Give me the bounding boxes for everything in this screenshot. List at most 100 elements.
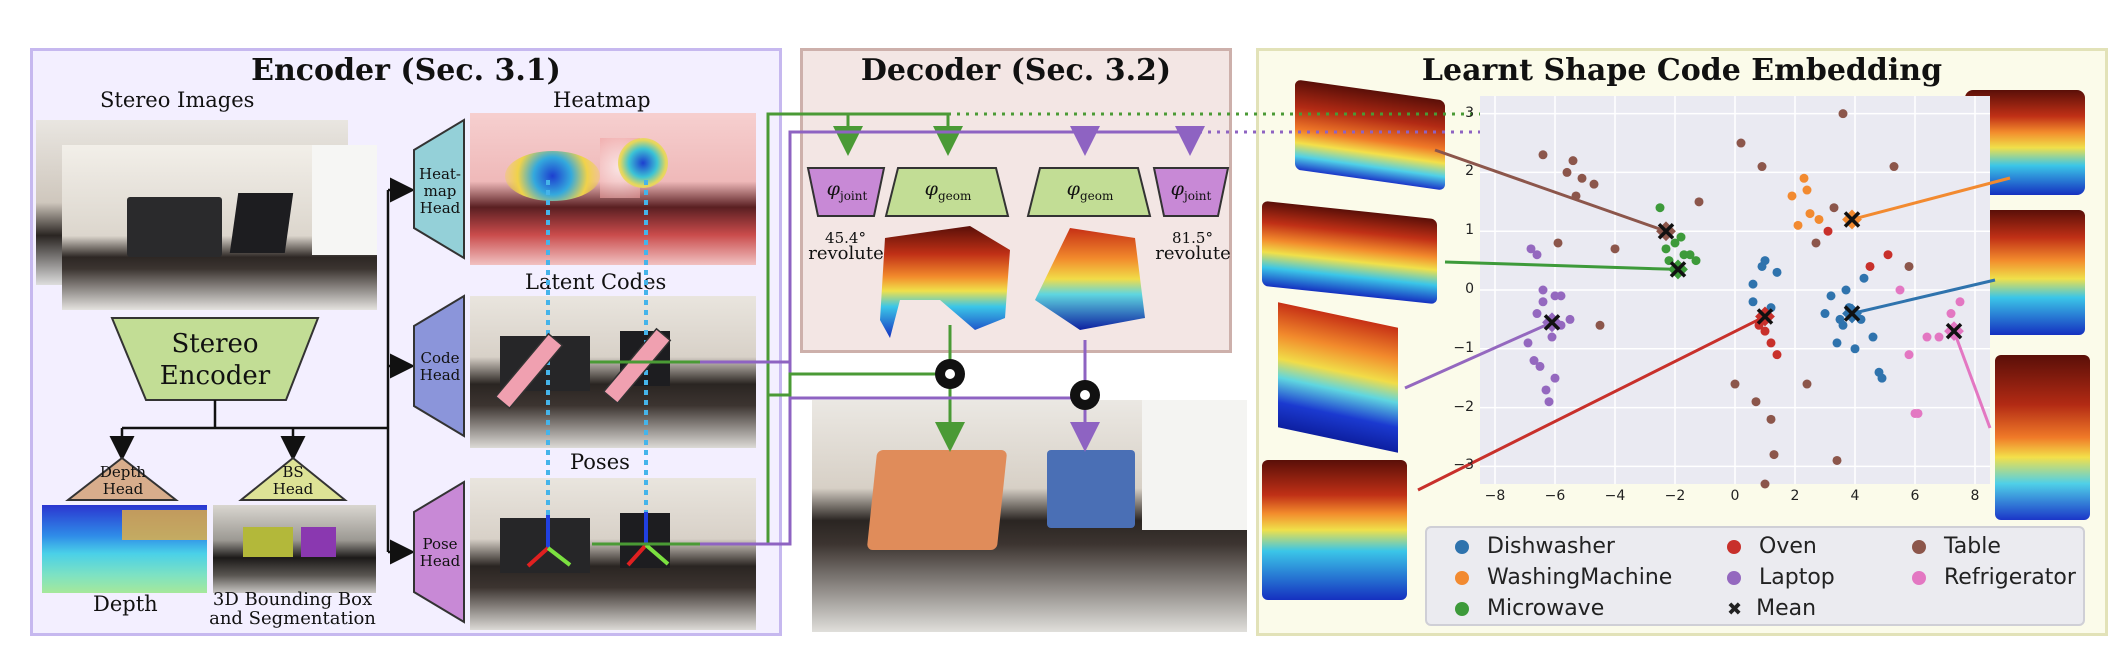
- point-table: [1838, 109, 1848, 119]
- point-table: [1736, 138, 1746, 148]
- point-laptop: [1526, 244, 1536, 254]
- point-dishwasher: [1835, 314, 1845, 324]
- point-table: [1757, 162, 1767, 172]
- stereo-encoder-label: Stereo Encoder: [159, 329, 271, 391]
- code-head-label: Code Head: [419, 349, 461, 384]
- point-laptop: [1556, 291, 1566, 301]
- legend-marker: [1455, 571, 1469, 585]
- legend-label: Dishwasher: [1487, 534, 1615, 559]
- decoder-shape-renders: [880, 226, 1145, 338]
- bs-head-block: [238, 456, 348, 501]
- mean-connector-lines: [1404, 148, 2011, 492]
- heatmap-blob-left: [505, 151, 600, 201]
- point-microwave: [1691, 256, 1701, 266]
- point-refrigerator: [1946, 309, 1956, 319]
- point-laptop: [1535, 361, 1545, 371]
- legend-label: Laptop: [1759, 565, 1835, 590]
- point-laptop: [1550, 373, 1560, 383]
- heatmap-head-label: Heat-map Head: [419, 165, 461, 217]
- depth-warm-patch: [122, 510, 207, 540]
- y-tick-label: 1: [1465, 222, 1474, 239]
- point-table: [1889, 162, 1899, 172]
- point-dishwasher: [1826, 291, 1836, 301]
- legend-label: Refrigerator: [1944, 565, 2076, 590]
- point-dishwasher: [1859, 273, 1869, 283]
- right-joint-angle: 81.5°: [1172, 229, 1213, 247]
- heatmap-head-block: [413, 118, 465, 260]
- encoder-title: Encoder (Sec. 3.1): [251, 53, 561, 88]
- point-microwave: [1670, 238, 1680, 248]
- point-dishwasher: [1868, 332, 1878, 342]
- point-oven: [1772, 350, 1782, 360]
- stereo-image-front: [62, 145, 377, 310]
- plot-grid: [1480, 96, 1990, 484]
- phi-symbol: φ: [1170, 178, 1184, 200]
- combine-nodes: [935, 359, 1100, 410]
- point-washingmachine: [1793, 220, 1803, 230]
- mean-connector-line: [1952, 330, 1992, 429]
- legend-item-laptop: Laptop: [1727, 565, 1835, 590]
- embedding-title: Learnt Shape Code Embedding: [1421, 53, 1943, 88]
- y-tick-label: 3: [1465, 104, 1474, 121]
- point-table: [1577, 173, 1587, 183]
- phi-symbol: φ: [924, 178, 938, 200]
- y-tick-label: −2: [1453, 398, 1474, 415]
- point-laptop: [1547, 332, 1557, 342]
- encoder-output-arrows: [109, 177, 415, 565]
- point-oven: [1823, 226, 1833, 236]
- point-refrigerator: [1934, 332, 1944, 342]
- segmentation-microwave: [243, 527, 293, 557]
- point-oven: [1766, 338, 1776, 348]
- phi-sub: joint: [1183, 188, 1212, 203]
- point-laptop: [1538, 297, 1548, 307]
- phi-symbol: φ: [826, 178, 840, 200]
- legend-item-refrigerator: Refrigerator: [1912, 565, 2076, 590]
- y-tick-label: −3: [1453, 457, 1474, 474]
- point-dishwasher: [1856, 314, 1866, 324]
- point-microwave: [1685, 250, 1695, 260]
- point-table: [1829, 203, 1839, 213]
- x-tick-label: −4: [1604, 488, 1626, 504]
- left-joint-type: revolute: [808, 243, 884, 264]
- depth-label: Depth: [93, 592, 158, 616]
- point-table: [1904, 261, 1914, 271]
- y-tick-label: 2: [1465, 163, 1474, 180]
- point-table: [1730, 379, 1740, 389]
- stereo-images-label: Stereo Images: [100, 88, 255, 112]
- plot-points: [1523, 109, 1965, 489]
- point-table: [1538, 150, 1548, 160]
- point-laptop: [1532, 250, 1542, 260]
- mean-connector-line: [1434, 148, 1667, 233]
- point-dishwasher: [1832, 338, 1842, 348]
- legend-marker: [1727, 571, 1741, 585]
- depth-head-label: Depth Head: [99, 463, 147, 498]
- depth-head-block: [65, 456, 179, 501]
- keypoint-dotted-lines: [546, 180, 648, 530]
- point-oven: [1883, 250, 1893, 260]
- segmentation-laptop: [301, 527, 336, 557]
- x-tick-label: −6: [1544, 488, 1566, 504]
- point-dishwasher: [1766, 303, 1776, 313]
- mean-marker: [1668, 259, 1688, 280]
- point-laptop: [1523, 338, 1533, 348]
- point-table: [1595, 320, 1605, 330]
- point-laptop: [1532, 309, 1542, 319]
- point-laptop: [1565, 314, 1575, 324]
- phi-geom-left-block: [884, 167, 1010, 217]
- point-table: [1568, 156, 1578, 166]
- x-tick-label: 4: [1850, 488, 1860, 504]
- y-tick-label: −1: [1453, 339, 1474, 356]
- right-joint-type: revolute: [1155, 243, 1231, 264]
- segmentation-image: [213, 505, 376, 593]
- legend-label: Microwave: [1487, 596, 1605, 621]
- point-washingmachine: [1814, 214, 1824, 224]
- point-washingmachine: [1805, 209, 1815, 219]
- mean-x-icon: ✖: [1727, 599, 1743, 620]
- phi-joint-right-block: [1152, 167, 1230, 217]
- mean-connector-line: [1404, 320, 1553, 390]
- heatmap-blob-right: [618, 138, 668, 188]
- point-washingmachine: [1802, 185, 1812, 195]
- heatmap-image: [470, 113, 756, 265]
- point-oven: [1760, 326, 1770, 336]
